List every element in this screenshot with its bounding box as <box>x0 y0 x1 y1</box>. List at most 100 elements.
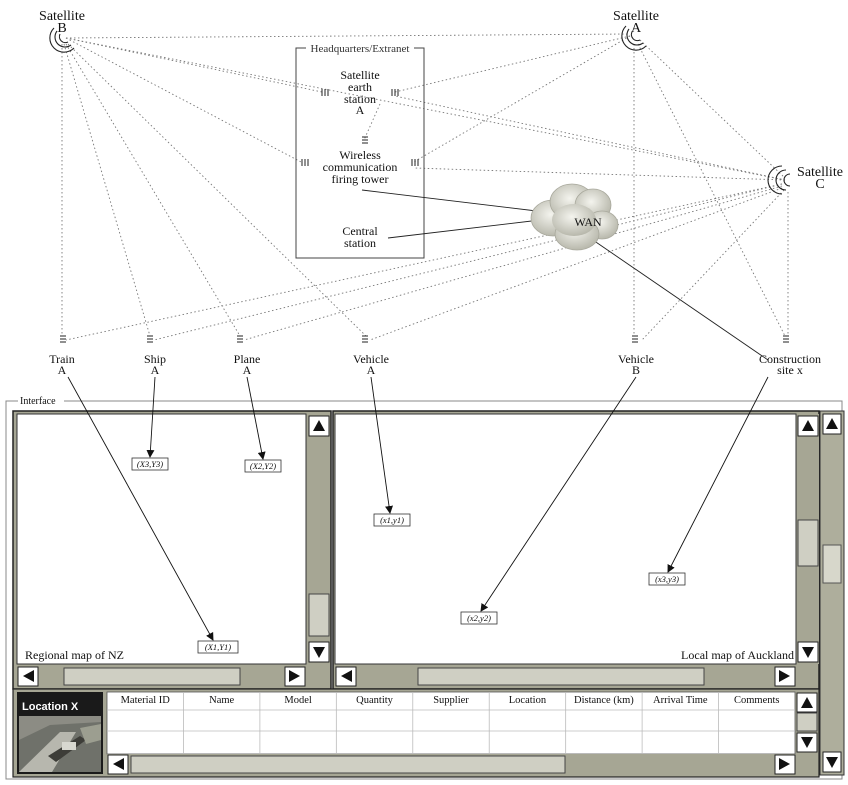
table-header-row: Material ID Name Model Quantity Supplier Loca… <box>121 692 780 754</box>
table-column-header[interactable]: Distance (km) <box>574 695 634 706</box>
regional-map-vertical-scrollbar[interactable] <box>307 414 330 664</box>
coord-local-x3y3: (x3,y3) <box>655 574 679 584</box>
scroll-left-icon <box>341 670 352 682</box>
antenna-icon <box>783 335 789 343</box>
location-label: Location X <box>22 701 79 713</box>
firing-tower-line-3: firing tower <box>332 172 389 186</box>
plane-letter: A <box>243 363 252 377</box>
coordinate-boxes <box>131 457 686 654</box>
scroll-thumb <box>130 755 566 774</box>
satellite-a-name: Satellite <box>613 9 659 24</box>
scroll-right-icon <box>779 758 790 770</box>
scroll-thumb <box>797 519 819 567</box>
satellite-links <box>61 33 789 341</box>
table-vertical-scrollbar[interactable] <box>796 692 818 754</box>
regional-map-horizontal-scrollbar[interactable] <box>17 666 306 687</box>
table-column-header[interactable]: Supplier <box>433 695 469 706</box>
table-column-header[interactable]: Name <box>209 695 234 706</box>
coord-local-x1y1: (x1,y1) <box>380 515 404 525</box>
outer-vertical-scrollbar[interactable] <box>819 410 845 776</box>
antenna-marks <box>60 89 789 343</box>
earth-station-line-1: Satellite <box>340 68 379 82</box>
satellite-b-letter: B <box>57 21 66 36</box>
scroll-down-icon <box>826 757 838 768</box>
scroll-up-icon <box>826 418 838 429</box>
firing-tower-line-1: Wireless <box>339 148 381 162</box>
satellite-c-name: Satellite <box>797 165 843 180</box>
wan-links <box>361 189 769 361</box>
construction-letter: site x <box>777 363 803 377</box>
table-column-header[interactable]: Model <box>284 695 311 706</box>
coord-x2y2: (X2,Y2) <box>250 461 276 471</box>
antenna-icon <box>237 335 243 343</box>
antenna-icon <box>301 159 309 166</box>
local-map-vertical-scrollbar[interactable] <box>797 414 819 664</box>
regional-map-label: Regional map of NZ <box>25 648 124 662</box>
earth-station-line-4: A <box>356 103 365 117</box>
table-column-header[interactable]: Quantity <box>356 695 393 706</box>
scroll-thumb <box>63 667 241 686</box>
wan-cloud <box>530 183 619 251</box>
satellite-b-name: Satellite <box>39 9 85 24</box>
satellite-dish-icon <box>767 165 791 195</box>
scroll-up-icon <box>802 420 814 431</box>
earth-station-line-3: station <box>344 92 376 106</box>
antenna-icon <box>147 335 153 343</box>
scroll-thumb <box>822 544 842 584</box>
local-map-panel[interactable]: Local map of Auckland <box>332 410 820 690</box>
antenna-icon <box>632 335 638 343</box>
position-arrows <box>67 376 769 641</box>
table-horizontal-scrollbar[interactable] <box>107 754 796 775</box>
scroll-down-icon <box>802 647 814 658</box>
vehicle-a-label: Vehicle <box>353 352 389 366</box>
antenna-icon <box>321 89 329 96</box>
scroll-thumb <box>308 593 330 637</box>
construction-label: Construction <box>759 352 821 366</box>
scroll-up-icon <box>801 697 813 708</box>
scroll-down-icon <box>801 737 813 748</box>
scroll-right-icon <box>779 670 790 682</box>
headquarters-box: Headquarters/Extranet Satellite earth st… <box>295 43 425 259</box>
coord-local-x2y2: (x2,y2) <box>467 613 491 623</box>
firing-tower-line-2: communication <box>323 160 398 174</box>
scroll-up-icon <box>313 420 325 431</box>
train-letter: A <box>58 363 67 377</box>
table-column-header[interactable]: Location <box>509 695 547 706</box>
earth-station-line-2: earth <box>348 80 372 94</box>
central-station-line-2: station <box>344 236 376 250</box>
antenna-icon <box>362 136 368 144</box>
train-label: Train <box>49 352 75 366</box>
scroll-left-icon <box>23 670 34 682</box>
antenna-icon <box>60 335 66 343</box>
wan-label: WAN <box>574 215 602 229</box>
material-table[interactable] <box>106 691 796 755</box>
ship-letter: A <box>151 363 160 377</box>
table-column-header[interactable]: Comments <box>734 695 780 706</box>
local-map-label: Local map of Auckland <box>681 648 794 662</box>
regional-map-panel[interactable]: Regional map of NZ <box>12 410 332 690</box>
vehicle-b-letter: B <box>632 363 640 377</box>
antenna-icon <box>362 335 368 343</box>
antenna-icon <box>391 89 399 96</box>
local-map-horizontal-scrollbar[interactable] <box>335 666 796 687</box>
central-station-line-1: Central <box>342 224 378 238</box>
satellite-c-letter: C <box>815 177 824 192</box>
table-column-header[interactable]: Material ID <box>121 695 171 706</box>
scroll-thumb <box>796 712 818 732</box>
antenna-icon <box>411 159 419 166</box>
vehicle-b-label: Vehicle <box>618 352 654 366</box>
scroll-right-icon <box>289 670 300 682</box>
interface-title: Interface <box>20 396 56 407</box>
headquarters-title: Headquarters/Extranet <box>311 43 410 55</box>
ship-label: Ship <box>144 352 166 366</box>
vehicle-a-letter: A <box>367 363 376 377</box>
satellite-dish-icon <box>621 25 647 51</box>
scroll-down-icon <box>313 647 325 658</box>
scroll-thumb <box>417 667 705 686</box>
location-photo <box>19 716 101 772</box>
satellite-a-letter: A <box>631 21 642 36</box>
plane-label: Plane <box>234 352 261 366</box>
coord-x3y3: (X3,Y3) <box>137 459 163 469</box>
table-column-header[interactable]: Arrival Time <box>653 695 708 706</box>
